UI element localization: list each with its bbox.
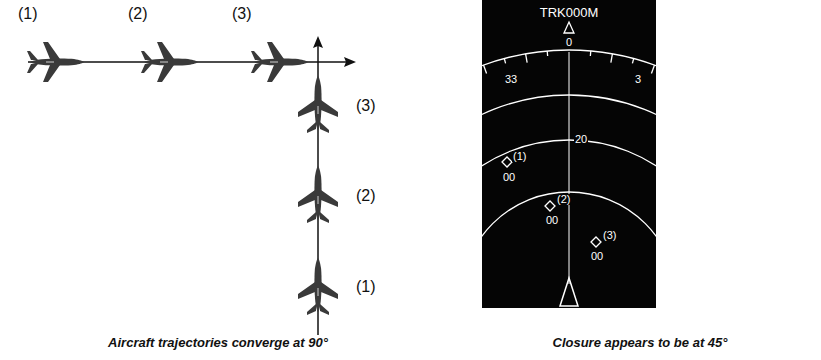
caption: Closure appears to be at 45° xyxy=(553,336,728,349)
caption: Aircraft trajectories converge at 90° xyxy=(108,336,328,349)
heading-label: 33 xyxy=(504,74,518,85)
tick-mark xyxy=(504,59,505,64)
tick-mark xyxy=(483,65,486,73)
track-readout: TRK000M xyxy=(539,6,600,19)
tick-mark xyxy=(547,51,549,56)
altitude-tag: 00 xyxy=(545,215,559,226)
callout-number: (2) xyxy=(556,194,571,205)
callout-number: (3) xyxy=(356,98,376,114)
altitude-tag: 00 xyxy=(590,251,604,262)
tick-mark xyxy=(651,65,654,73)
callout-number: (3) xyxy=(232,6,252,22)
callout-number: (1) xyxy=(18,6,38,22)
tick-mark xyxy=(611,54,613,63)
tick-mark xyxy=(590,51,592,56)
callout-number: (2) xyxy=(128,6,148,22)
heading-label: 0 xyxy=(565,37,573,48)
tick-mark xyxy=(526,54,528,63)
heading-label: 3 xyxy=(634,74,642,85)
callout-number: (1) xyxy=(356,279,376,295)
callout-number: (1) xyxy=(512,151,527,162)
callout-number: (3) xyxy=(602,230,617,241)
range-label: 20 xyxy=(574,134,588,145)
callout-number: (2) xyxy=(356,188,376,204)
tick-mark xyxy=(632,59,633,64)
altitude-tag: 00 xyxy=(502,172,516,183)
